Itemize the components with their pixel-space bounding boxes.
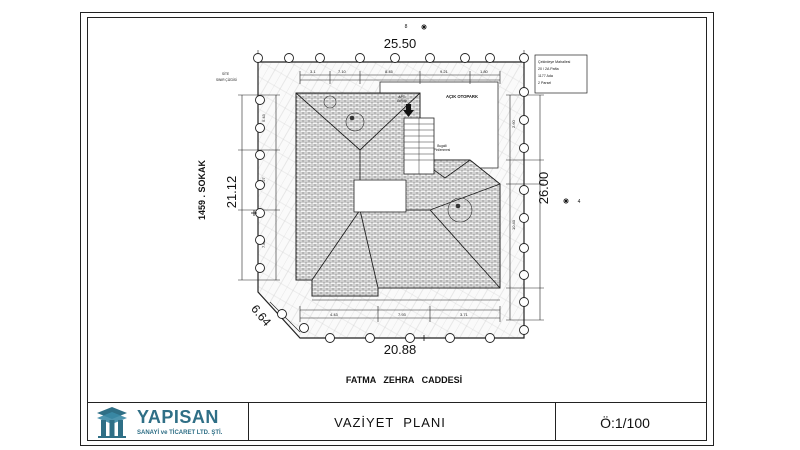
boundary-pile [299,323,309,333]
parcel-info-line-2: 20 / 2A Pafta [538,67,559,71]
boundary-pile [255,123,265,133]
svg-text:9.21: 9.21 [440,69,449,74]
boundary-pile [255,263,265,273]
boundary-pile [519,297,529,307]
parcel-info-box: Çekirdeye Mahallesi 20 / 2A Pafta 1177 A… [534,54,588,94]
boundary-pile [519,53,529,63]
dimension-ticks [238,71,544,322]
boundary-pile [253,53,263,63]
boundary-pile [255,235,265,245]
boundary-pile [277,309,287,319]
left-note: SİTE SINIR ÇİZGİSİ [216,71,237,82]
boundary-pile [445,333,455,343]
boundary-pile [519,243,529,253]
title-block [87,402,707,441]
entrance-arrow-icon [403,104,414,117]
company-name: YAPISAN [137,407,219,427]
svg-text:5.43: 5.43 [261,113,266,122]
sheet-border-inner [87,17,707,441]
boundary-pile [325,333,335,343]
parcel-info-line-3: 1177 Ada [538,74,553,78]
svg-text:SİTE: SİTE [222,71,229,76]
svg-text:10.40: 10.40 [511,219,516,230]
apt-entrance-label: APT.GİRİŞİ [397,95,407,103]
building-logo-icon [97,407,127,438]
dim-top-label: 25.50 [384,36,417,51]
sheet-border-outer [80,12,714,446]
svg-text:7.80: 7.80 [261,239,266,248]
north-marker-icon [421,24,427,30]
boundary-pile [390,53,400,63]
parcel-info-line-1: Çekirdeye Mahallesi [538,60,571,64]
boundary-pile [519,87,529,97]
boundary-pile [425,53,435,63]
boundary-pile [315,53,325,63]
north-marker-label: 8 [405,24,408,30]
boundary-pile [255,95,265,105]
boundary-pile [405,333,415,343]
svg-text:1.80: 1.80 [480,69,489,74]
dim-bottom-label: 20.88 [384,342,417,357]
boundary-pile [519,185,529,195]
svg-text:4.43: 4.43 [330,312,339,317]
boundary-pile [519,270,529,280]
parking-label: AÇIK OTOPARK [446,94,478,99]
boundary-pile [284,53,294,63]
svg-text:3.1: 3.1 [310,69,316,74]
dim-right-label: 26.00 [536,172,551,205]
boundary-pile [485,333,495,343]
boundary-pile [255,180,265,190]
street-bottom-label: FATMA ZEHRA CADDESİ [346,375,462,385]
stair-treads [404,118,434,174]
bottom-marker-icon [421,335,427,341]
svg-text:SINIR ÇİZGİSİ: SINIR ÇİZGİSİ [216,77,237,82]
svg-text:2.60: 2.60 [511,119,516,128]
boundary-pile [255,150,265,160]
dimension-lines [241,50,541,333]
dim-left-label: 21.12 [224,176,239,209]
boundary-pile [519,325,529,335]
tree-symbols [323,95,473,223]
svg-text:7.93: 7.93 [398,312,407,317]
svg-text:6.27: 6.27 [261,176,266,185]
street-left-label: 1459 . SOKAK [197,159,207,220]
boundary-pile [519,115,529,125]
svg-text:3.71: 3.71 [460,312,469,317]
svg-text:7.10: 7.10 [338,69,347,74]
svg-text:8.45: 8.45 [385,69,394,74]
boundary-pile [519,213,529,223]
east-marker-label: 4 [578,199,581,205]
boundary-piles [253,53,529,343]
boundary-pile [460,53,470,63]
sheet-title: VAZİYET PLANI [334,415,446,430]
parcel-info-line-4: 2 Parsel [538,81,551,85]
company-subtitle: SANAYİ ve TİCARET LTD. ŞTİ. [137,430,223,436]
small-dimension-texts: 3.1 7.10 8.45 9.21 1.80 5.43 6.27 7.80 2.60… [261,69,516,317]
boundary-pile [519,143,529,153]
boundary-pile [365,333,375,343]
boundary-pile [485,53,495,63]
title-block-divider-1 [248,402,249,441]
title-block-divider-2 [555,402,556,441]
boundary-pile [355,53,365,63]
company-logo: YAPISAN SANAYİ ve TİCARET LTD. ŞTİ. [93,405,243,439]
drawing-scale: Ö:1/100 [600,415,650,431]
east-marker-icon [563,198,569,204]
light-well [353,179,407,213]
left-marker-icon [251,210,257,216]
